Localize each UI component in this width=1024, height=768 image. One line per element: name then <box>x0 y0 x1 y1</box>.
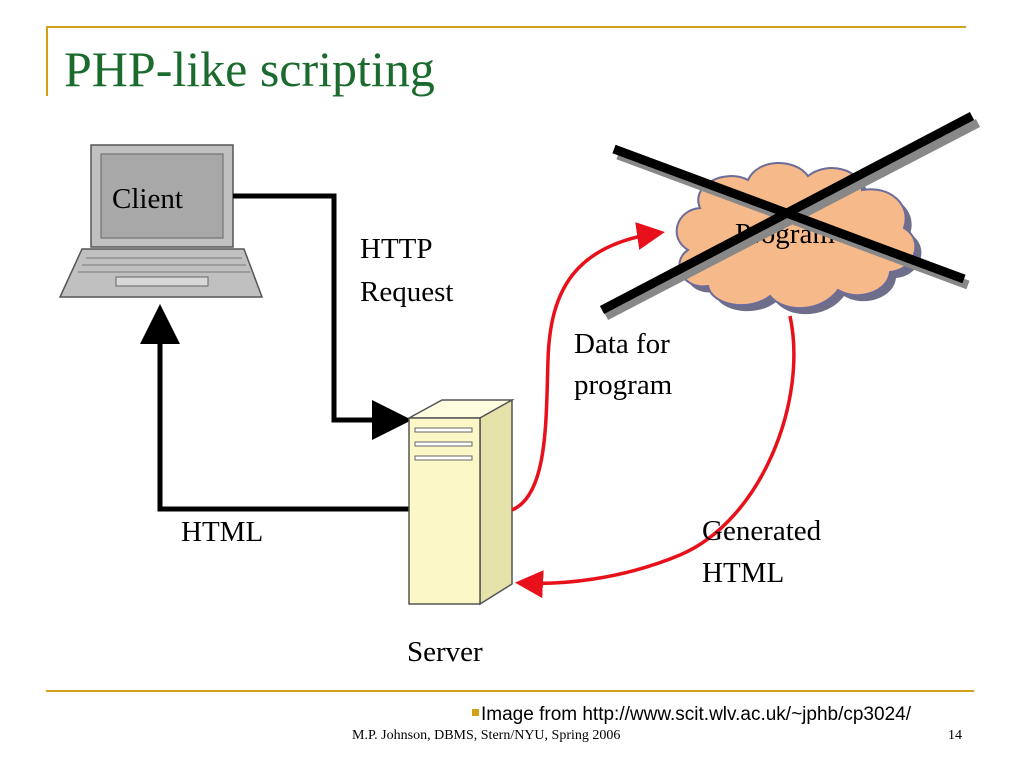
slide-title: PHP-like scripting <box>64 41 435 97</box>
footer-text: M.P. Johnson, DBMS, Stern/NYU, Spring 20… <box>352 728 621 743</box>
http-request-arrow <box>233 193 412 440</box>
page-number: 14 <box>948 728 962 743</box>
generated-html-label-line2: HTML <box>702 557 784 589</box>
image-credit-text: Image from http://www.scit.wlv.ac.uk/~jp… <box>481 704 911 725</box>
cross-out-mark <box>599 112 981 320</box>
generated-html-arrow <box>515 315 796 599</box>
client-label: Client <box>112 183 183 215</box>
server-icon <box>408 398 515 606</box>
bottom-accent-rule <box>46 690 974 692</box>
bullet-icon <box>472 709 479 717</box>
data-for-program-label-line2: program <box>574 369 673 401</box>
html-response-arrow <box>140 304 409 512</box>
data-for-program-arrow <box>511 222 665 512</box>
top-accent-rule <box>46 26 966 28</box>
generated-html-label-line1: Generated <box>702 515 822 547</box>
laptop-icon <box>58 144 264 298</box>
left-accent-rule <box>46 26 48 96</box>
http-request-label-line2: Request <box>360 276 453 308</box>
http-request-label-line1: HTTP <box>360 233 433 265</box>
image-credit: Image from http://www.scit.wlv.ac.uk/~jp… <box>472 704 911 726</box>
server-label: Server <box>407 636 483 668</box>
data-for-program-label-line1: Data for <box>574 328 670 360</box>
html-label: HTML <box>181 516 263 548</box>
